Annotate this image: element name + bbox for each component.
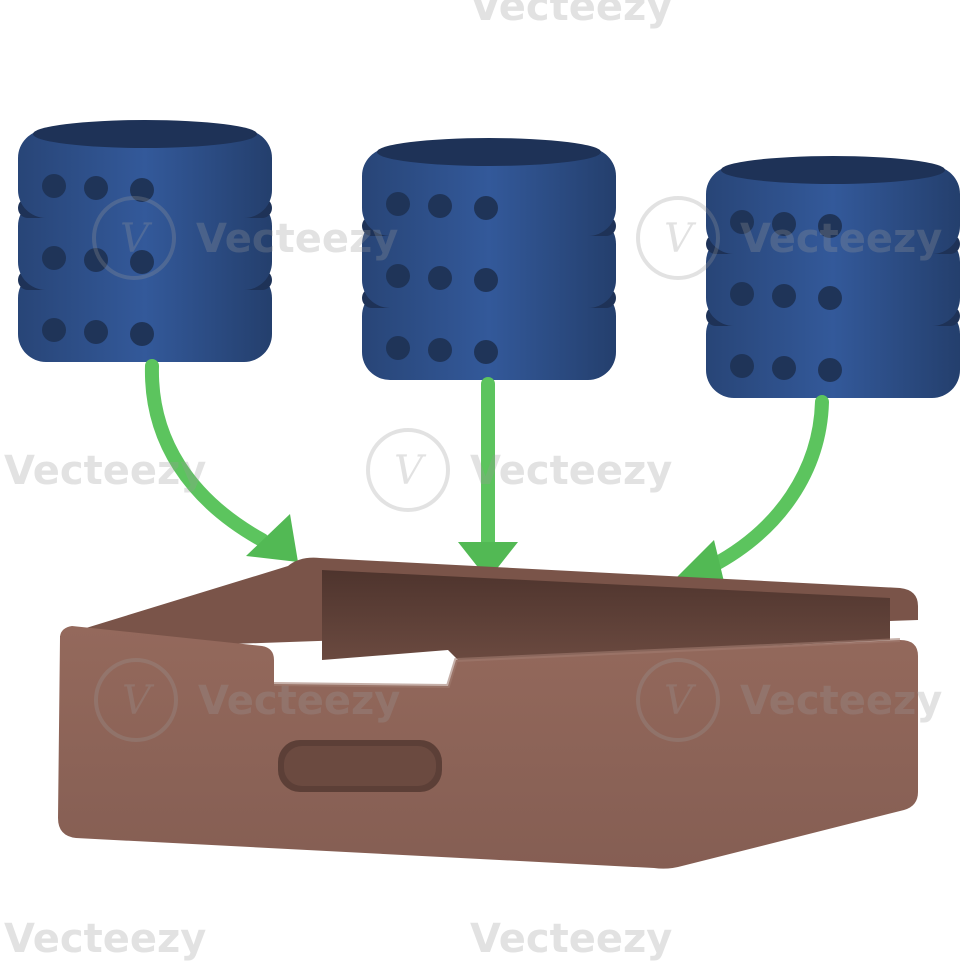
vecteezy-logo-icon: V — [94, 658, 178, 742]
database-disk — [362, 138, 616, 236]
watermark-text: Vecteezy — [196, 216, 398, 262]
database-disk — [18, 120, 272, 218]
watermark-text: Vecteezy — [4, 916, 206, 962]
watermark-glyph: V — [664, 216, 697, 262]
database-server-icon — [706, 156, 960, 398]
watermark-text: Vecteezy — [470, 0, 672, 30]
watermark-glyph: V — [394, 448, 427, 494]
inbox-tray-icon — [58, 557, 918, 869]
vecteezy-logo-icon: V — [92, 196, 176, 280]
database-server-icon — [362, 138, 616, 380]
database-server-icon — [18, 120, 272, 362]
watermark-text: Vecteezy — [470, 448, 672, 494]
watermark-glyph: V — [122, 678, 155, 724]
watermark-glyph: V — [120, 216, 153, 262]
watermark-glyph: V — [664, 678, 697, 724]
down-arrow-icon — [458, 377, 518, 580]
vecteezy-logo-icon: V — [366, 428, 450, 512]
database-disk — [706, 156, 960, 254]
watermark-text: Vecteezy — [740, 216, 942, 262]
watermark-text: Vecteezy — [740, 678, 942, 724]
vecteezy-logo-icon: V — [636, 196, 720, 280]
watermark-layer: V Vecteezy V Vecteezy V Vecteezy V Vecte… — [4, 0, 942, 962]
down-arrow-icon — [676, 395, 829, 590]
watermark-text: Vecteezy — [470, 916, 672, 962]
watermark-text: Vecteezy — [198, 678, 400, 724]
vecteezy-logo-icon: V — [636, 658, 720, 742]
down-arrow-icon — [144, 359, 298, 562]
watermark-text: Vecteezy — [4, 448, 206, 494]
